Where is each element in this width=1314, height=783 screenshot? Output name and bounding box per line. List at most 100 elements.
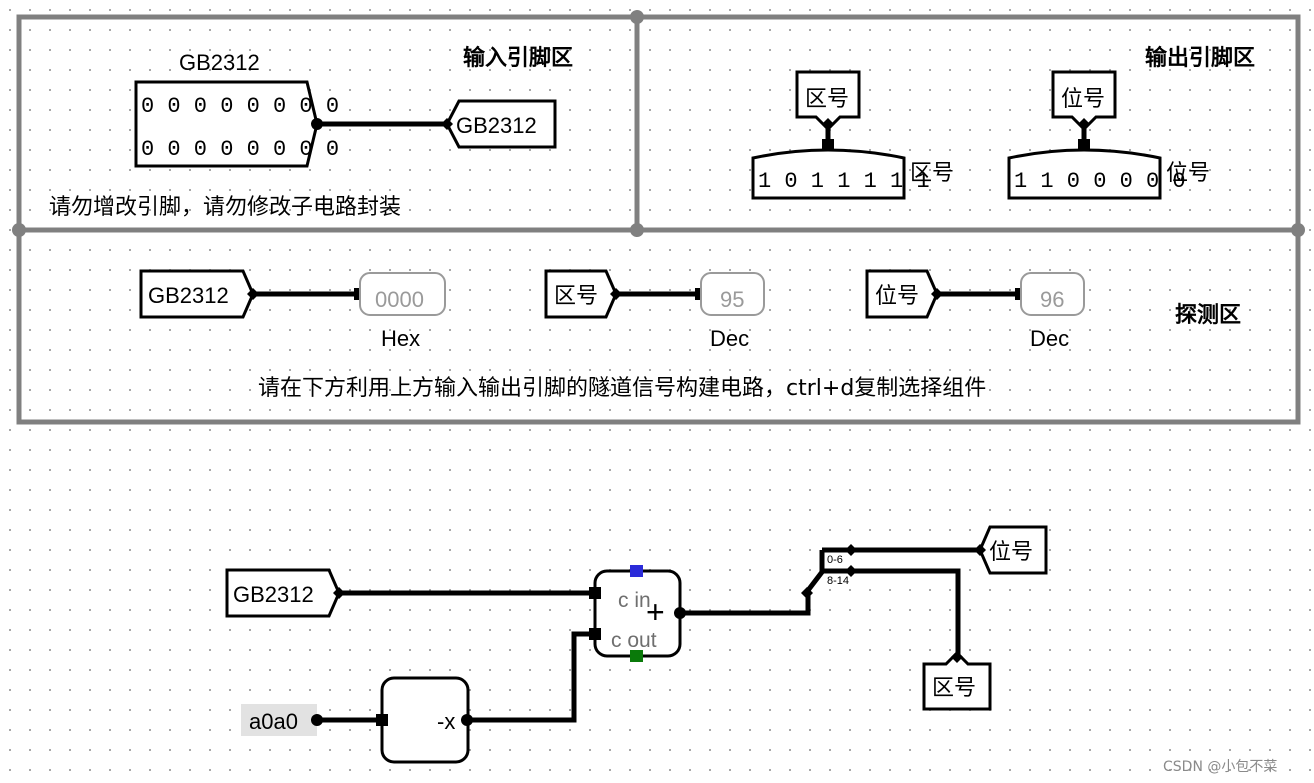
probe-body[interactable]	[700, 272, 765, 316]
probe-weihao[interactable]: 96	[1020, 272, 1085, 316]
tunnel-label: 位号	[875, 284, 919, 309]
negator[interactable]: -x	[380, 676, 470, 764]
adder-carry-in-port	[630, 565, 643, 577]
input-pin-body[interactable]	[134, 80, 319, 168]
tunnel-body[interactable]	[922, 650, 992, 711]
frame-node	[630, 10, 644, 24]
input-region-note: 请勿增改引脚，请勿修改子电路封装	[49, 195, 401, 220]
output-pin-quhao[interactable]: 1 0 1 1 1 1 1	[751, 148, 930, 200]
output-pin-body[interactable]	[1007, 148, 1162, 200]
adder-symbol: +	[646, 594, 665, 630]
tunnel-port	[247, 288, 259, 300]
output-pin-label: 区号	[910, 161, 954, 186]
frame-node	[12, 223, 26, 237]
adder-cout-label: c out	[611, 629, 657, 652]
working-circuit: GB2312 a0a0 -x c in c out +	[225, 525, 1048, 764]
splitter[interactable]: 0-6 8-14	[801, 550, 849, 599]
wire[interactable]	[680, 593, 811, 616]
top-frame	[16, 14, 1301, 425]
negator-label: -x	[437, 709, 455, 734]
pin-port	[1078, 139, 1090, 151]
negator-input-port	[376, 714, 388, 726]
tunnel-weihao-circuit[interactable]: 位号	[978, 525, 1048, 575]
tunnel-port	[610, 288, 622, 300]
input-pin-label: GB2312	[179, 50, 260, 75]
tunnel-body[interactable]	[544, 269, 618, 319]
tunnel-port	[822, 118, 834, 130]
tunnel-label: 位号	[989, 540, 1033, 565]
splitter-label-0-6: 0-6	[827, 554, 843, 566]
frame-node	[1291, 223, 1305, 237]
tunnel-body[interactable]	[795, 70, 861, 132]
output-pin-bits: 1 1 0 0 0 0 0	[1014, 169, 1186, 194]
adder[interactable]: c in c out +	[593, 569, 682, 658]
tunnel-body[interactable]	[445, 99, 557, 149]
adder-carry-out-port	[630, 650, 643, 662]
output-pin-label: 位号	[1166, 161, 1210, 186]
probe-body[interactable]	[359, 272, 446, 316]
adder-input-b-port	[589, 628, 601, 640]
output-pin-bits: 1 0 1 1 1 1 1	[758, 169, 930, 194]
tunnel-label: GB2312	[148, 283, 229, 308]
input-region-title: 输入引脚区	[463, 45, 573, 71]
tunnel-body[interactable]	[225, 568, 341, 618]
tunnel-body[interactable]	[865, 269, 939, 319]
watermark: CSDN @小包不菜	[1163, 759, 1277, 775]
tunnel-label: GB2312	[456, 113, 537, 138]
splitter-output-port	[845, 544, 857, 556]
wire[interactable]	[822, 568, 961, 657]
output-pin-weihao[interactable]: 1 1 0 0 0 0 0	[1007, 148, 1186, 200]
tunnel-gb2312-probe[interactable]: GB2312	[139, 269, 255, 319]
pin-port	[822, 139, 834, 151]
splitter-output-port	[845, 565, 857, 577]
probe-value: 0000	[375, 287, 424, 312]
tunnel-quhao-output[interactable]: 区号	[795, 70, 861, 132]
tunnel-body[interactable]	[139, 269, 255, 319]
splitter-input-port	[801, 587, 813, 599]
probe-quhao[interactable]: 95	[700, 272, 765, 316]
tunnel-port	[441, 118, 453, 130]
tunnel-label: 区号	[932, 676, 976, 701]
output-pin-region: 输出引脚区 区号 1 0 1 1 1 1 1 区号 位号 1 1 0 0 0 0…	[751, 45, 1255, 200]
tunnel-weihao-output[interactable]: 位号	[1051, 70, 1117, 132]
tunnel-label: 区号	[805, 87, 849, 112]
constant-value: a0a0	[249, 709, 298, 734]
probe-radix: Dec	[1030, 326, 1069, 351]
tunnel-label: 位号	[1061, 87, 1105, 112]
frame-node	[630, 223, 644, 237]
input-pin-gb2312[interactable]: 0 0 0 0 0 0 0 0 0 0 0 0 0 0 0 0	[134, 80, 339, 168]
constant-body[interactable]	[241, 704, 317, 736]
tunnel-gb2312-circuit[interactable]: GB2312	[225, 568, 341, 618]
tunnel-label: GB2312	[233, 582, 314, 607]
adder-cin-label: c in	[618, 589, 651, 612]
input-pin-bits-row2: 0 0 0 0 0 0 0 0	[141, 137, 339, 162]
wire-junction	[311, 118, 323, 130]
input-pin-region: 输入引脚区 GB2312 0 0 0 0 0 0 0 0 0 0 0 0 0 0…	[49, 45, 573, 220]
tunnel-port	[974, 544, 986, 556]
tunnel-quhao-circuit[interactable]: 区号	[922, 650, 992, 711]
tunnel-gb2312-input[interactable]: GB2312	[441, 99, 557, 149]
constant-a0a0[interactable]: a0a0	[241, 704, 317, 736]
wire[interactable]	[467, 631, 594, 723]
probe-region-title: 探测区	[1175, 302, 1241, 328]
splitter-spine[interactable]	[804, 550, 825, 595]
tunnel-quhao-probe[interactable]: 区号	[544, 269, 618, 319]
output-pin-body[interactable]	[751, 148, 906, 200]
splitter-label-8-14: 8-14	[827, 575, 849, 587]
tunnel-weihao-probe[interactable]: 位号	[865, 269, 939, 319]
output-region-title: 输出引脚区	[1145, 45, 1255, 71]
probe-body[interactable]	[1020, 272, 1085, 316]
tunnel-port	[951, 651, 963, 663]
probe-value: 95	[720, 287, 744, 312]
probe-radix: Dec	[710, 326, 749, 351]
tunnel-body[interactable]	[1051, 70, 1117, 132]
tunnel-body[interactable]	[978, 525, 1048, 575]
tunnel-port	[931, 288, 943, 300]
probe-gb2312[interactable]: 0000	[359, 272, 446, 316]
input-pin-bits-row1: 0 0 0 0 0 0 0 0	[141, 94, 339, 119]
tunnel-port	[1078, 118, 1090, 130]
region-frames	[12, 10, 1305, 425]
probe-value: 96	[1040, 287, 1064, 312]
adder-input-a-port	[589, 587, 601, 599]
